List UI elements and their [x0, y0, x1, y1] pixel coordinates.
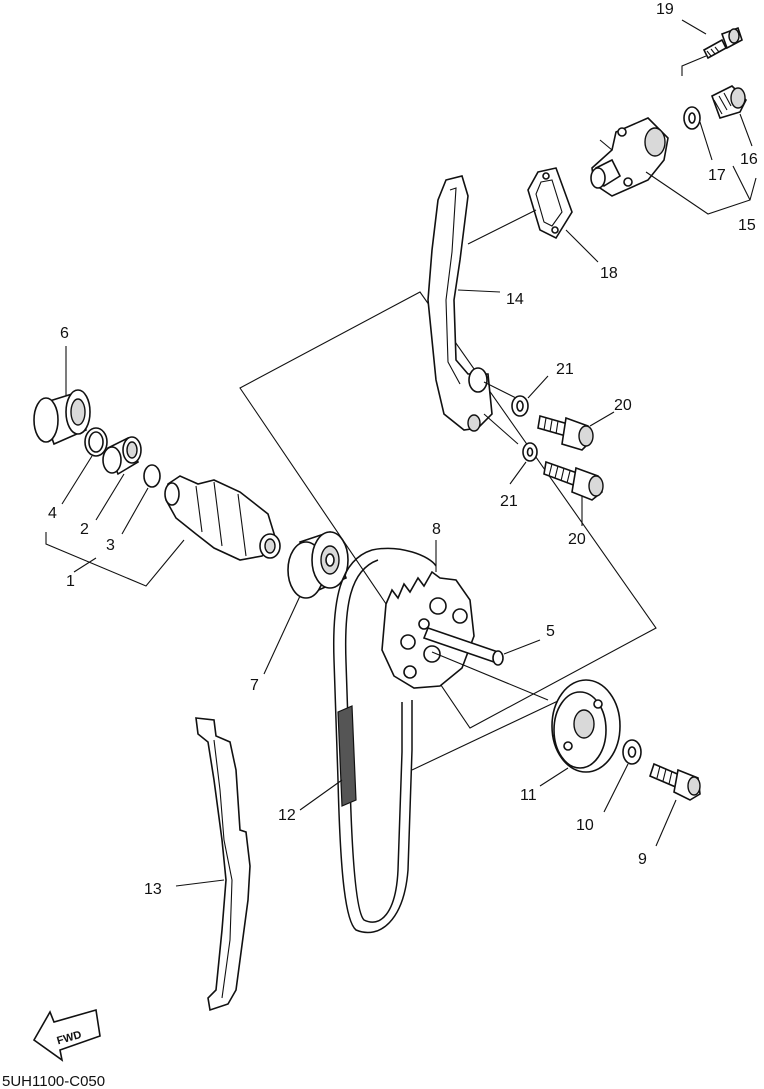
callout-17: 17 — [708, 167, 726, 184]
collar-2 — [102, 436, 142, 476]
tensioner-body — [590, 117, 669, 197]
callout-2: 2 — [80, 521, 89, 538]
bearing-6 — [33, 389, 91, 446]
callout-8: 8 — [432, 521, 441, 538]
washer-21-lower — [522, 442, 538, 462]
bolt-20-upper — [537, 414, 594, 451]
callout-19: 19 — [656, 1, 674, 18]
diagram-code: 5UH1100-C050 — [2, 1073, 105, 1089]
callout-20-lower: 20 — [568, 531, 586, 548]
cam-chain-12 — [332, 547, 437, 934]
callout-4: 4 — [48, 505, 57, 522]
bolt-20-lower — [543, 460, 604, 501]
callout-5: 5 — [546, 623, 555, 640]
chain-guide-13 — [195, 717, 251, 1012]
callout-14: 14 — [506, 291, 524, 308]
callout-3: 3 — [106, 537, 115, 554]
washer-21-upper — [511, 395, 529, 417]
callout-11: 11 — [520, 787, 537, 804]
callout-18: 18 — [600, 265, 618, 282]
circlip-4 — [84, 427, 108, 457]
callout-15: 15 — [738, 217, 756, 234]
camshaft-1 — [164, 475, 281, 561]
callout-13: 13 — [144, 881, 162, 898]
cap-bolt-16 — [711, 85, 747, 119]
callout-21-upper: 21 — [556, 361, 574, 378]
gasket-18 — [527, 167, 573, 240]
bolt-9 — [649, 762, 701, 801]
chain-guide-14 — [427, 175, 493, 432]
plate-11 — [551, 679, 621, 773]
callout-21-lower: 21 — [500, 493, 518, 510]
bearing-7 — [287, 530, 349, 599]
callout-6: 6 — [60, 325, 69, 342]
tensioner-bolt-19 — [702, 26, 743, 60]
callout-9: 9 — [638, 851, 647, 868]
callout-12: 12 — [278, 807, 296, 824]
callout-7: 7 — [250, 677, 259, 694]
pin-5 — [422, 626, 504, 666]
callout-20-upper: 20 — [614, 397, 632, 414]
callout-16: 16 — [740, 151, 758, 168]
washer-17 — [683, 106, 701, 130]
o-ring-3 — [143, 464, 161, 488]
fwd-arrow: FWD — [32, 1008, 101, 1062]
callout-1: 1 — [66, 573, 75, 590]
callout-10: 10 — [576, 817, 594, 834]
washer-10 — [622, 739, 642, 765]
